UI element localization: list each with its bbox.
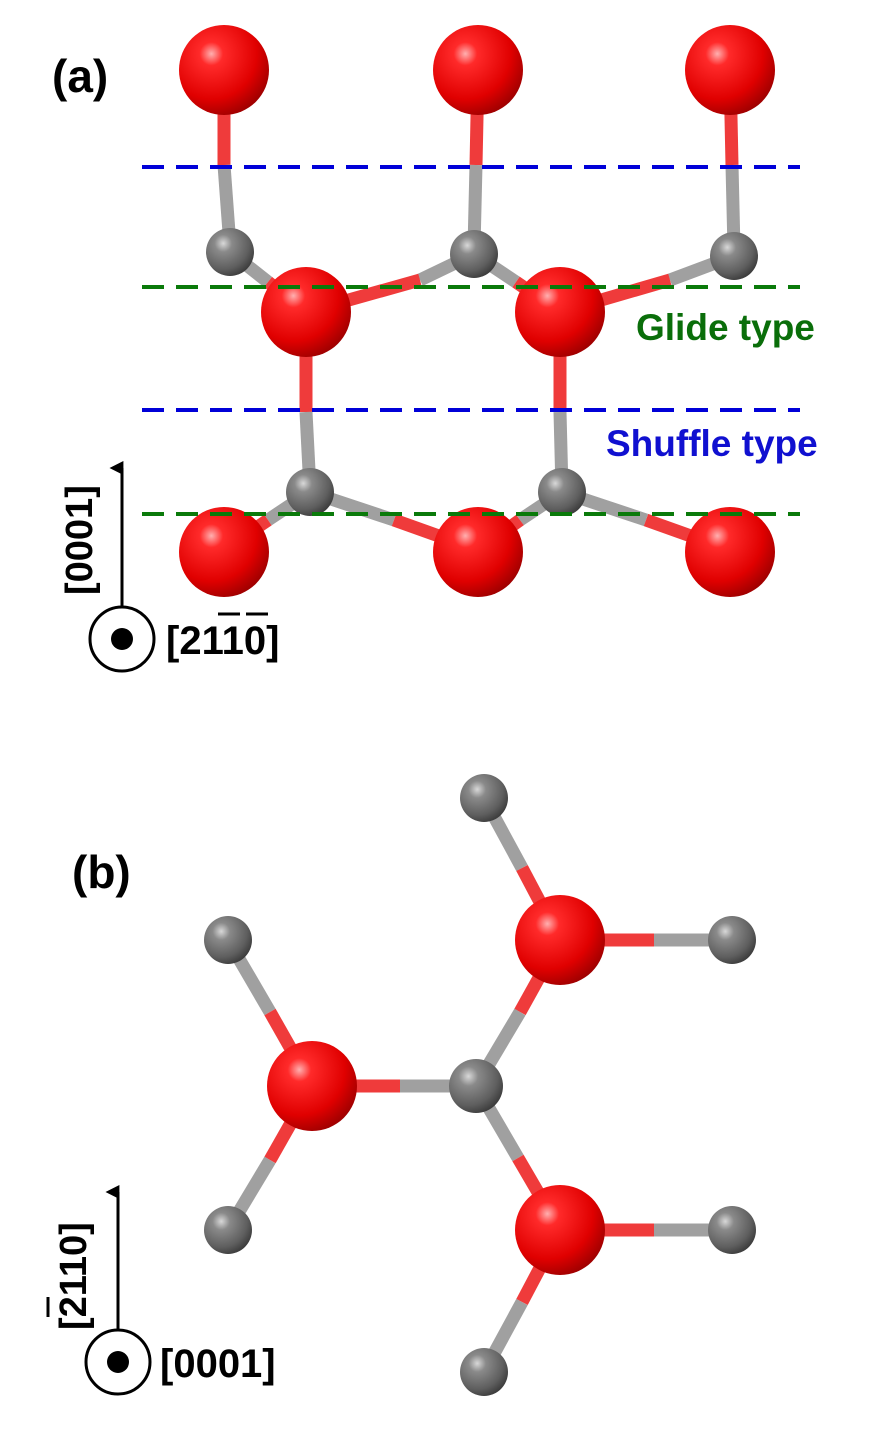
- glide-type-label: Glide type: [636, 307, 815, 348]
- oxygen-atom: [515, 895, 605, 985]
- panel-b-label: (b): [72, 846, 131, 898]
- metal-atom: [708, 1206, 756, 1254]
- metal-atom: [204, 916, 252, 964]
- oxygen-atom: [433, 25, 523, 115]
- metal-atom: [206, 228, 254, 276]
- metal-atom: [449, 1059, 503, 1113]
- shuffle-type-label: Shuffle type: [606, 423, 818, 464]
- metal-atom: [286, 468, 334, 516]
- oxygen-atom: [515, 1185, 605, 1275]
- out-of-page-axis-label: [2110]: [166, 619, 279, 663]
- out-of-page-axis-label: [0001]: [160, 1342, 276, 1386]
- oxygen-atom: [433, 507, 523, 597]
- panel-a: (a) Glide type Shuffle type [0001] [2110…: [52, 25, 818, 673]
- out-of-page-axis-icon: [84, 1328, 152, 1396]
- metal-atom: [450, 230, 498, 278]
- metal-atom: [460, 774, 508, 822]
- metal-atom: [538, 468, 586, 516]
- panel-b: (b) [2110] [0001]: [46, 774, 756, 1396]
- panel-a-atoms: [179, 25, 775, 597]
- vertical-axis-label: [0001]: [59, 485, 101, 595]
- panel-b-atoms: [204, 774, 756, 1396]
- panel-a-label: (a): [52, 50, 108, 102]
- metal-atom: [460, 1348, 508, 1396]
- panel-a-cut-planes: [142, 165, 800, 516]
- out-of-page-axis-icon: [88, 605, 156, 673]
- vertical-axis-label: [2110]: [53, 1222, 95, 1330]
- oxygen-atom: [179, 25, 269, 115]
- oxygen-atom: [685, 25, 775, 115]
- oxygen-atom: [179, 507, 269, 597]
- metal-atom: [708, 916, 756, 964]
- metal-atom: [204, 1206, 252, 1254]
- oxygen-atom: [515, 267, 605, 357]
- metal-atom: [710, 232, 758, 280]
- oxygen-atom: [267, 1041, 357, 1131]
- oxygen-atom: [261, 267, 351, 357]
- oxygen-atom: [685, 507, 775, 597]
